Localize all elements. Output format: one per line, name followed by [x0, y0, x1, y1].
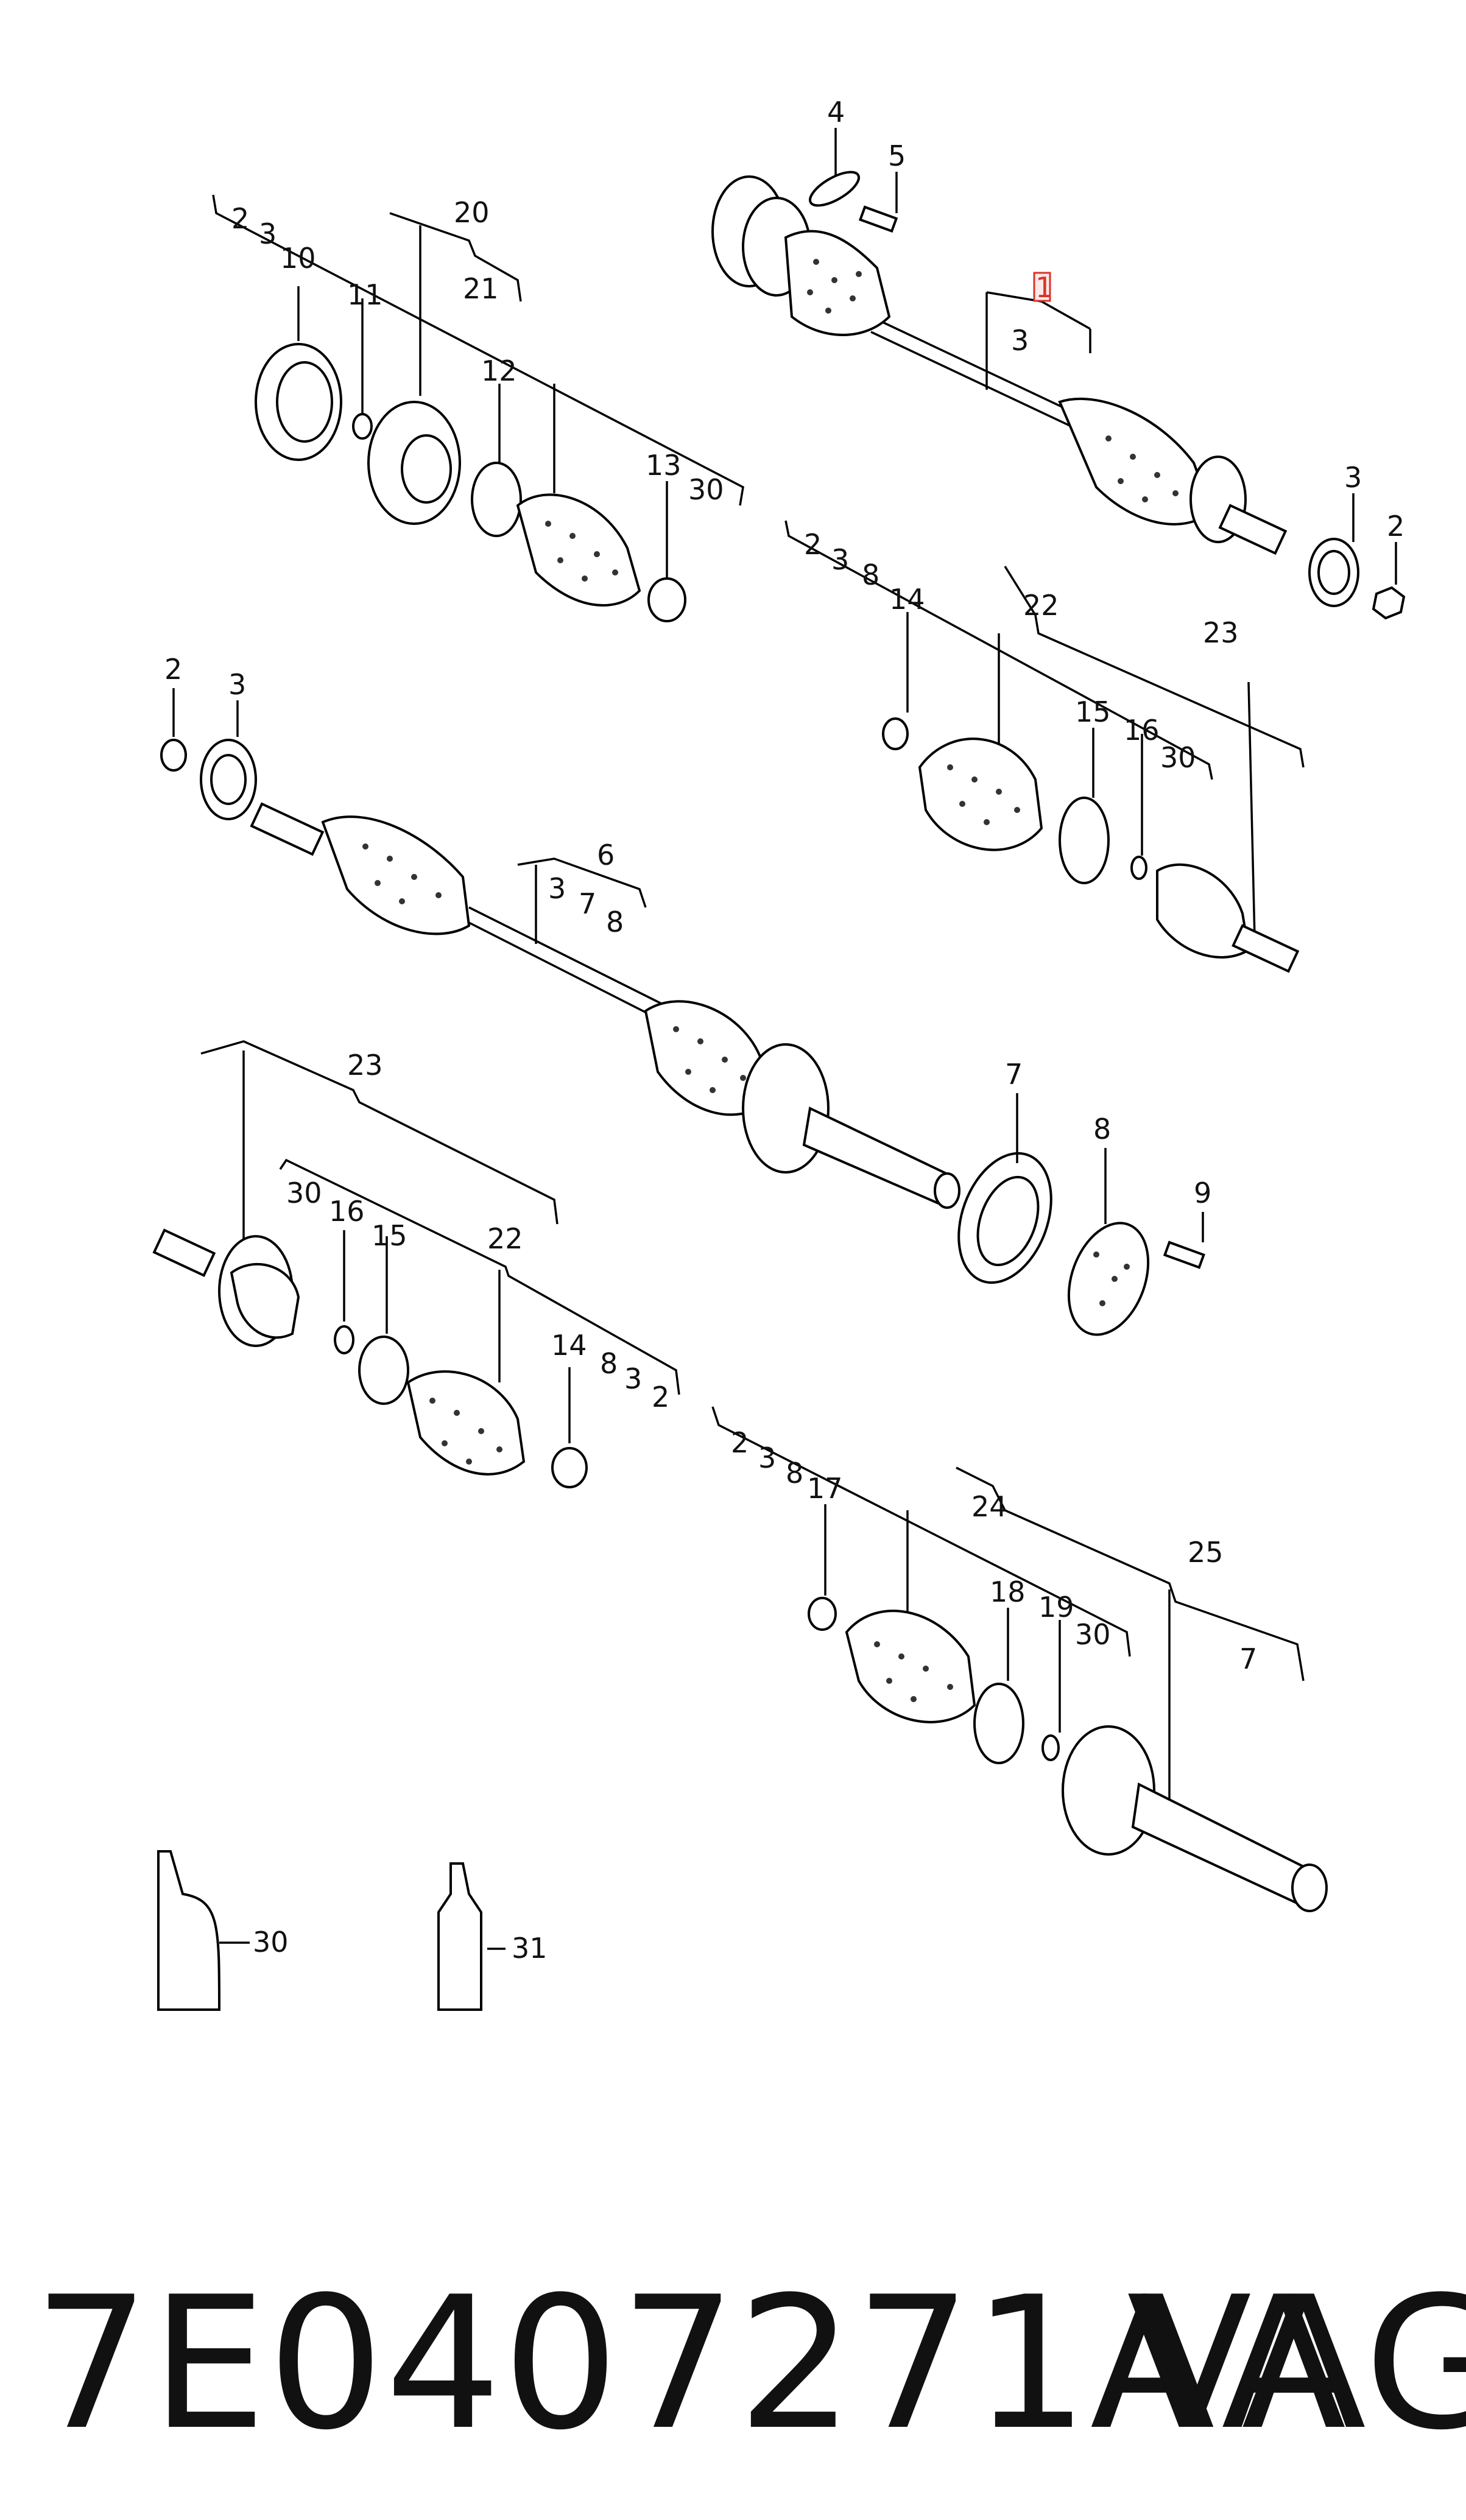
callout-20: 20: [454, 196, 490, 229]
callout-16: 16: [329, 1195, 365, 1228]
sealant-bottle: [437, 1862, 506, 2011]
callout-7: 7: [579, 887, 596, 920]
highlight-box: [1033, 272, 1051, 302]
callout-3: 3: [1011, 324, 1029, 357]
callout-19: 19: [1038, 1591, 1074, 1624]
callout-22: 22: [1023, 589, 1059, 622]
callout-3: 3: [548, 872, 566, 905]
callout-30: 30: [253, 1926, 289, 1959]
joint-kit-lower-left: [152, 1040, 680, 1488]
callout-17: 17: [807, 1472, 843, 1505]
callout-18: 18: [990, 1575, 1026, 1608]
callout-8: 8: [786, 1457, 803, 1490]
flange-parts: [957, 1093, 1205, 1336]
callout-30: 30: [688, 473, 724, 506]
callout-2: 2: [652, 1381, 669, 1413]
callout-8: 8: [600, 1347, 618, 1380]
drive-shaft-top: [711, 171, 1406, 620]
drive-shaft-middle: [160, 688, 960, 1209]
callout-14: 14: [889, 583, 925, 616]
callout-7: 7: [1239, 1642, 1257, 1675]
callout-30: 30: [1160, 741, 1196, 774]
callout-31: 31: [512, 1932, 548, 1965]
callout-14: 14: [551, 1329, 587, 1362]
callout-2: 2: [164, 653, 182, 686]
callout-3: 3: [758, 1441, 776, 1474]
callout-7: 7: [1005, 1058, 1023, 1091]
callout-24: 24: [971, 1490, 1007, 1523]
callout-30: 30: [286, 1177, 322, 1209]
grease-tube: [157, 1850, 250, 2011]
callout-labels: 4 5 1 3 3 2 2 3 10 20 21 11 12 13 30 2 3…: [164, 96, 1404, 1965]
callout-6: 6: [597, 839, 615, 871]
callout-3: 3: [831, 543, 849, 576]
joint-kit-top-left: [212, 194, 744, 622]
joint-kit-bottom-right: [711, 1406, 1328, 1912]
callout-15: 15: [1075, 695, 1111, 728]
callout-9: 9: [1194, 1177, 1211, 1209]
joint-kit-right-middle: [784, 520, 1305, 973]
callout-3: 3: [259, 217, 277, 250]
callout-4: 4: [827, 96, 845, 128]
callout-3: 3: [1344, 461, 1362, 494]
callout-8: 8: [862, 558, 879, 591]
callout-2: 2: [804, 528, 822, 561]
callout-10: 10: [280, 242, 316, 275]
callout-25: 25: [1188, 1536, 1224, 1569]
callout-11: 11: [347, 278, 383, 311]
callout-22: 22: [487, 1222, 523, 1255]
callout-13: 13: [646, 449, 682, 482]
callout-16: 16: [1124, 714, 1160, 747]
callout-1-highlighted: 1: [1035, 271, 1053, 304]
callout-23: 23: [347, 1049, 383, 1082]
callout-8: 8: [606, 906, 624, 938]
brand-text: VAG: [1127, 2258, 1466, 2470]
callout-lines-top-right: [834, 128, 1397, 585]
callout-5: 5: [888, 139, 906, 172]
callout-3: 3: [228, 668, 246, 701]
callout-8: 8: [1093, 1113, 1111, 1146]
callout-21: 21: [463, 272, 499, 305]
callout-2: 2: [1387, 510, 1404, 543]
callout-2: 2: [231, 202, 249, 235]
callout-30: 30: [1075, 1618, 1111, 1651]
callout-12: 12: [481, 354, 517, 387]
callout-2: 2: [731, 1426, 749, 1459]
callout-15: 15: [372, 1219, 407, 1252]
part-number-text: 7E0407271AA: [33, 2258, 1347, 2470]
callout-23: 23: [1203, 616, 1239, 649]
callout-3: 3: [624, 1362, 642, 1395]
